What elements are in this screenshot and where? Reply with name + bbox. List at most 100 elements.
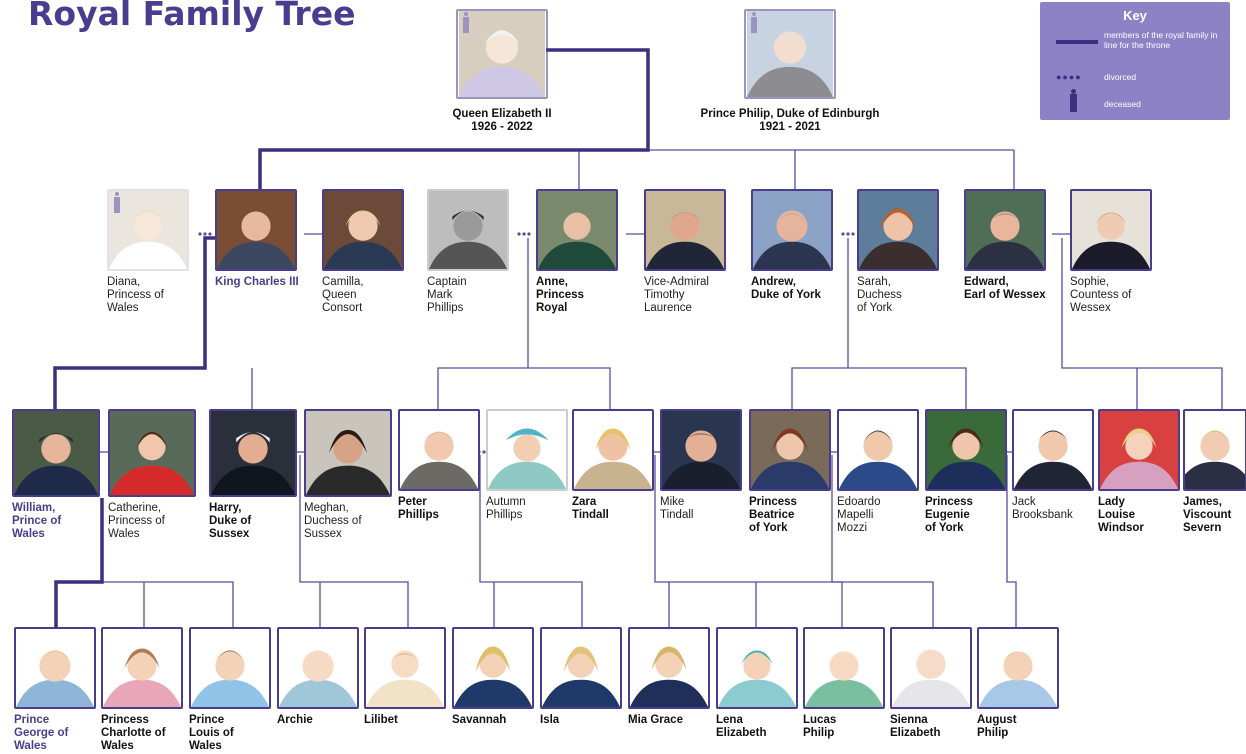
- page-title: Royal Family Tree: [28, 0, 356, 33]
- person-name: Autumn Phillips: [486, 496, 526, 521]
- person-name: Princess Eugenie of York: [925, 496, 973, 534]
- person-name: William, Prince of Wales: [12, 502, 62, 540]
- person-catherine: Catherine, Princess of Wales: [108, 409, 196, 541]
- portrait-figure: [966, 191, 1044, 269]
- portrait-photo: [215, 189, 297, 271]
- person-sarah-ferguson: Sarah, Duchess of York: [857, 189, 939, 315]
- portrait-photo: [964, 189, 1046, 271]
- legend-title: Key: [1123, 8, 1147, 23]
- legend-divorced-label: divorced: [1104, 72, 1137, 82]
- portrait-photo: [14, 627, 96, 709]
- portrait-photo: [837, 409, 919, 491]
- portrait-figure: [429, 191, 507, 269]
- portrait-photo: [398, 409, 480, 491]
- person-name: Edoardo Mapelli Mozzi: [837, 496, 881, 534]
- person-princess-charlotte: Princess Charlotte of Wales: [101, 627, 183, 753]
- portrait-figure: [400, 411, 478, 489]
- portrait-figure: [630, 629, 708, 707]
- person-mia-grace: Mia Grace: [628, 627, 710, 727]
- portrait-photo: [572, 409, 654, 491]
- person-august-philip: August Philip: [977, 627, 1059, 740]
- portrait-photo: [277, 627, 359, 709]
- person-name: Princess Beatrice of York: [749, 496, 797, 534]
- portrait-figure: [279, 629, 357, 707]
- person-name: James, Viscount Severn: [1183, 496, 1232, 534]
- portrait-photo: [751, 189, 833, 271]
- person-name: Lucas Philip: [803, 714, 837, 739]
- candle-icon: [114, 192, 120, 213]
- person-mike-tindall: Mike Tindall: [660, 409, 742, 522]
- person-name: Anne, Princess Royal: [536, 276, 584, 314]
- candle-icon: [1070, 89, 1077, 112]
- person-name: Prince George of Wales: [14, 714, 69, 752]
- person-queen-elizabeth: [456, 9, 548, 99]
- person-name: Archie: [277, 714, 313, 726]
- portrait-photo: [1070, 189, 1152, 271]
- portrait-photo: [890, 627, 972, 709]
- portrait-photo: [644, 189, 726, 271]
- portrait-figure: [747, 11, 833, 97]
- portrait-figure: [1100, 411, 1178, 489]
- person-lucas-philip: Lucas Philip: [803, 627, 885, 740]
- portrait-figure: [892, 629, 970, 707]
- portrait-figure: [16, 629, 94, 707]
- portrait-figure: [718, 629, 796, 707]
- portrait-figure: [324, 191, 402, 269]
- person-name: Isla: [540, 714, 560, 726]
- portrait-photo: [486, 409, 568, 491]
- portrait-figure: [459, 11, 545, 97]
- person-name: Peter Phillips: [398, 496, 439, 521]
- portrait-photo: [209, 409, 297, 497]
- portrait-photo: [101, 627, 183, 709]
- portrait-figure: [454, 629, 532, 707]
- portrait-photo: [12, 409, 100, 497]
- person-king-charles: King Charles III: [215, 189, 299, 289]
- portrait-photo: [628, 627, 710, 709]
- person-camilla: Camilla, Queen Consort: [322, 189, 404, 315]
- portrait-figure: [1185, 411, 1245, 489]
- person-timothy-laurence: Vice-Admiral Timothy Laurence: [644, 189, 726, 315]
- portrait-photo: [1012, 409, 1094, 491]
- person-name: Mike Tindall: [660, 496, 694, 521]
- person-name: August Philip: [977, 714, 1017, 739]
- portrait-figure: [839, 411, 917, 489]
- person-diana: Diana, Princess of Wales: [107, 189, 189, 315]
- person-lena-elizabeth: Lena Elizabeth: [716, 627, 798, 740]
- portrait-photo: [540, 627, 622, 709]
- person-name: Andrew, Duke of York: [751, 276, 821, 301]
- portrait-figure: [751, 411, 829, 489]
- portrait-photo: [107, 189, 189, 271]
- person-name: Prince Louis of Wales: [189, 714, 234, 752]
- portrait-figure: [646, 191, 724, 269]
- portrait-figure: [110, 411, 194, 495]
- person-prince-edward: Edward, Earl of Wessex: [964, 189, 1046, 302]
- person-name: Lilibet: [364, 714, 398, 726]
- person-james-severn: James, Viscount Severn: [1183, 409, 1246, 535]
- person-sienna-elizabeth: Sienna Elizabeth: [890, 627, 972, 740]
- person-name: Harry, Duke of Sussex: [209, 502, 252, 540]
- person-isla: Isla: [540, 627, 622, 727]
- portrait-figure: [753, 191, 831, 269]
- person-name: Edward, Earl of Wessex: [964, 276, 1046, 301]
- person-name: Sarah, Duchess of York: [857, 276, 902, 314]
- person-savannah: Savannah: [452, 627, 534, 727]
- portrait-photo: [322, 189, 404, 271]
- portrait-photo: [803, 627, 885, 709]
- portrait-figure: [805, 629, 883, 707]
- legend-key: Key members of the royal family in line …: [1040, 2, 1230, 120]
- portrait-figure: [109, 191, 187, 269]
- portrait-figure: [574, 411, 652, 489]
- portrait-photo: [189, 627, 271, 709]
- portrait-figure: [538, 191, 616, 269]
- portrait-figure: [211, 411, 295, 495]
- portrait-figure: [1072, 191, 1150, 269]
- portrait-figure: [217, 191, 295, 269]
- person-jack-brooksbank: Jack Brooksbank: [1012, 409, 1094, 522]
- person-peter-phillips: Peter Phillips: [398, 409, 480, 522]
- person-prince-harry: Harry, Duke of Sussex: [209, 409, 297, 541]
- portrait-figure: [662, 411, 740, 489]
- portrait-photo: [744, 9, 836, 99]
- portrait-photo: [925, 409, 1007, 491]
- portrait-photo: [456, 9, 548, 99]
- person-sophie: Sophie, Countess of Wessex: [1070, 189, 1152, 315]
